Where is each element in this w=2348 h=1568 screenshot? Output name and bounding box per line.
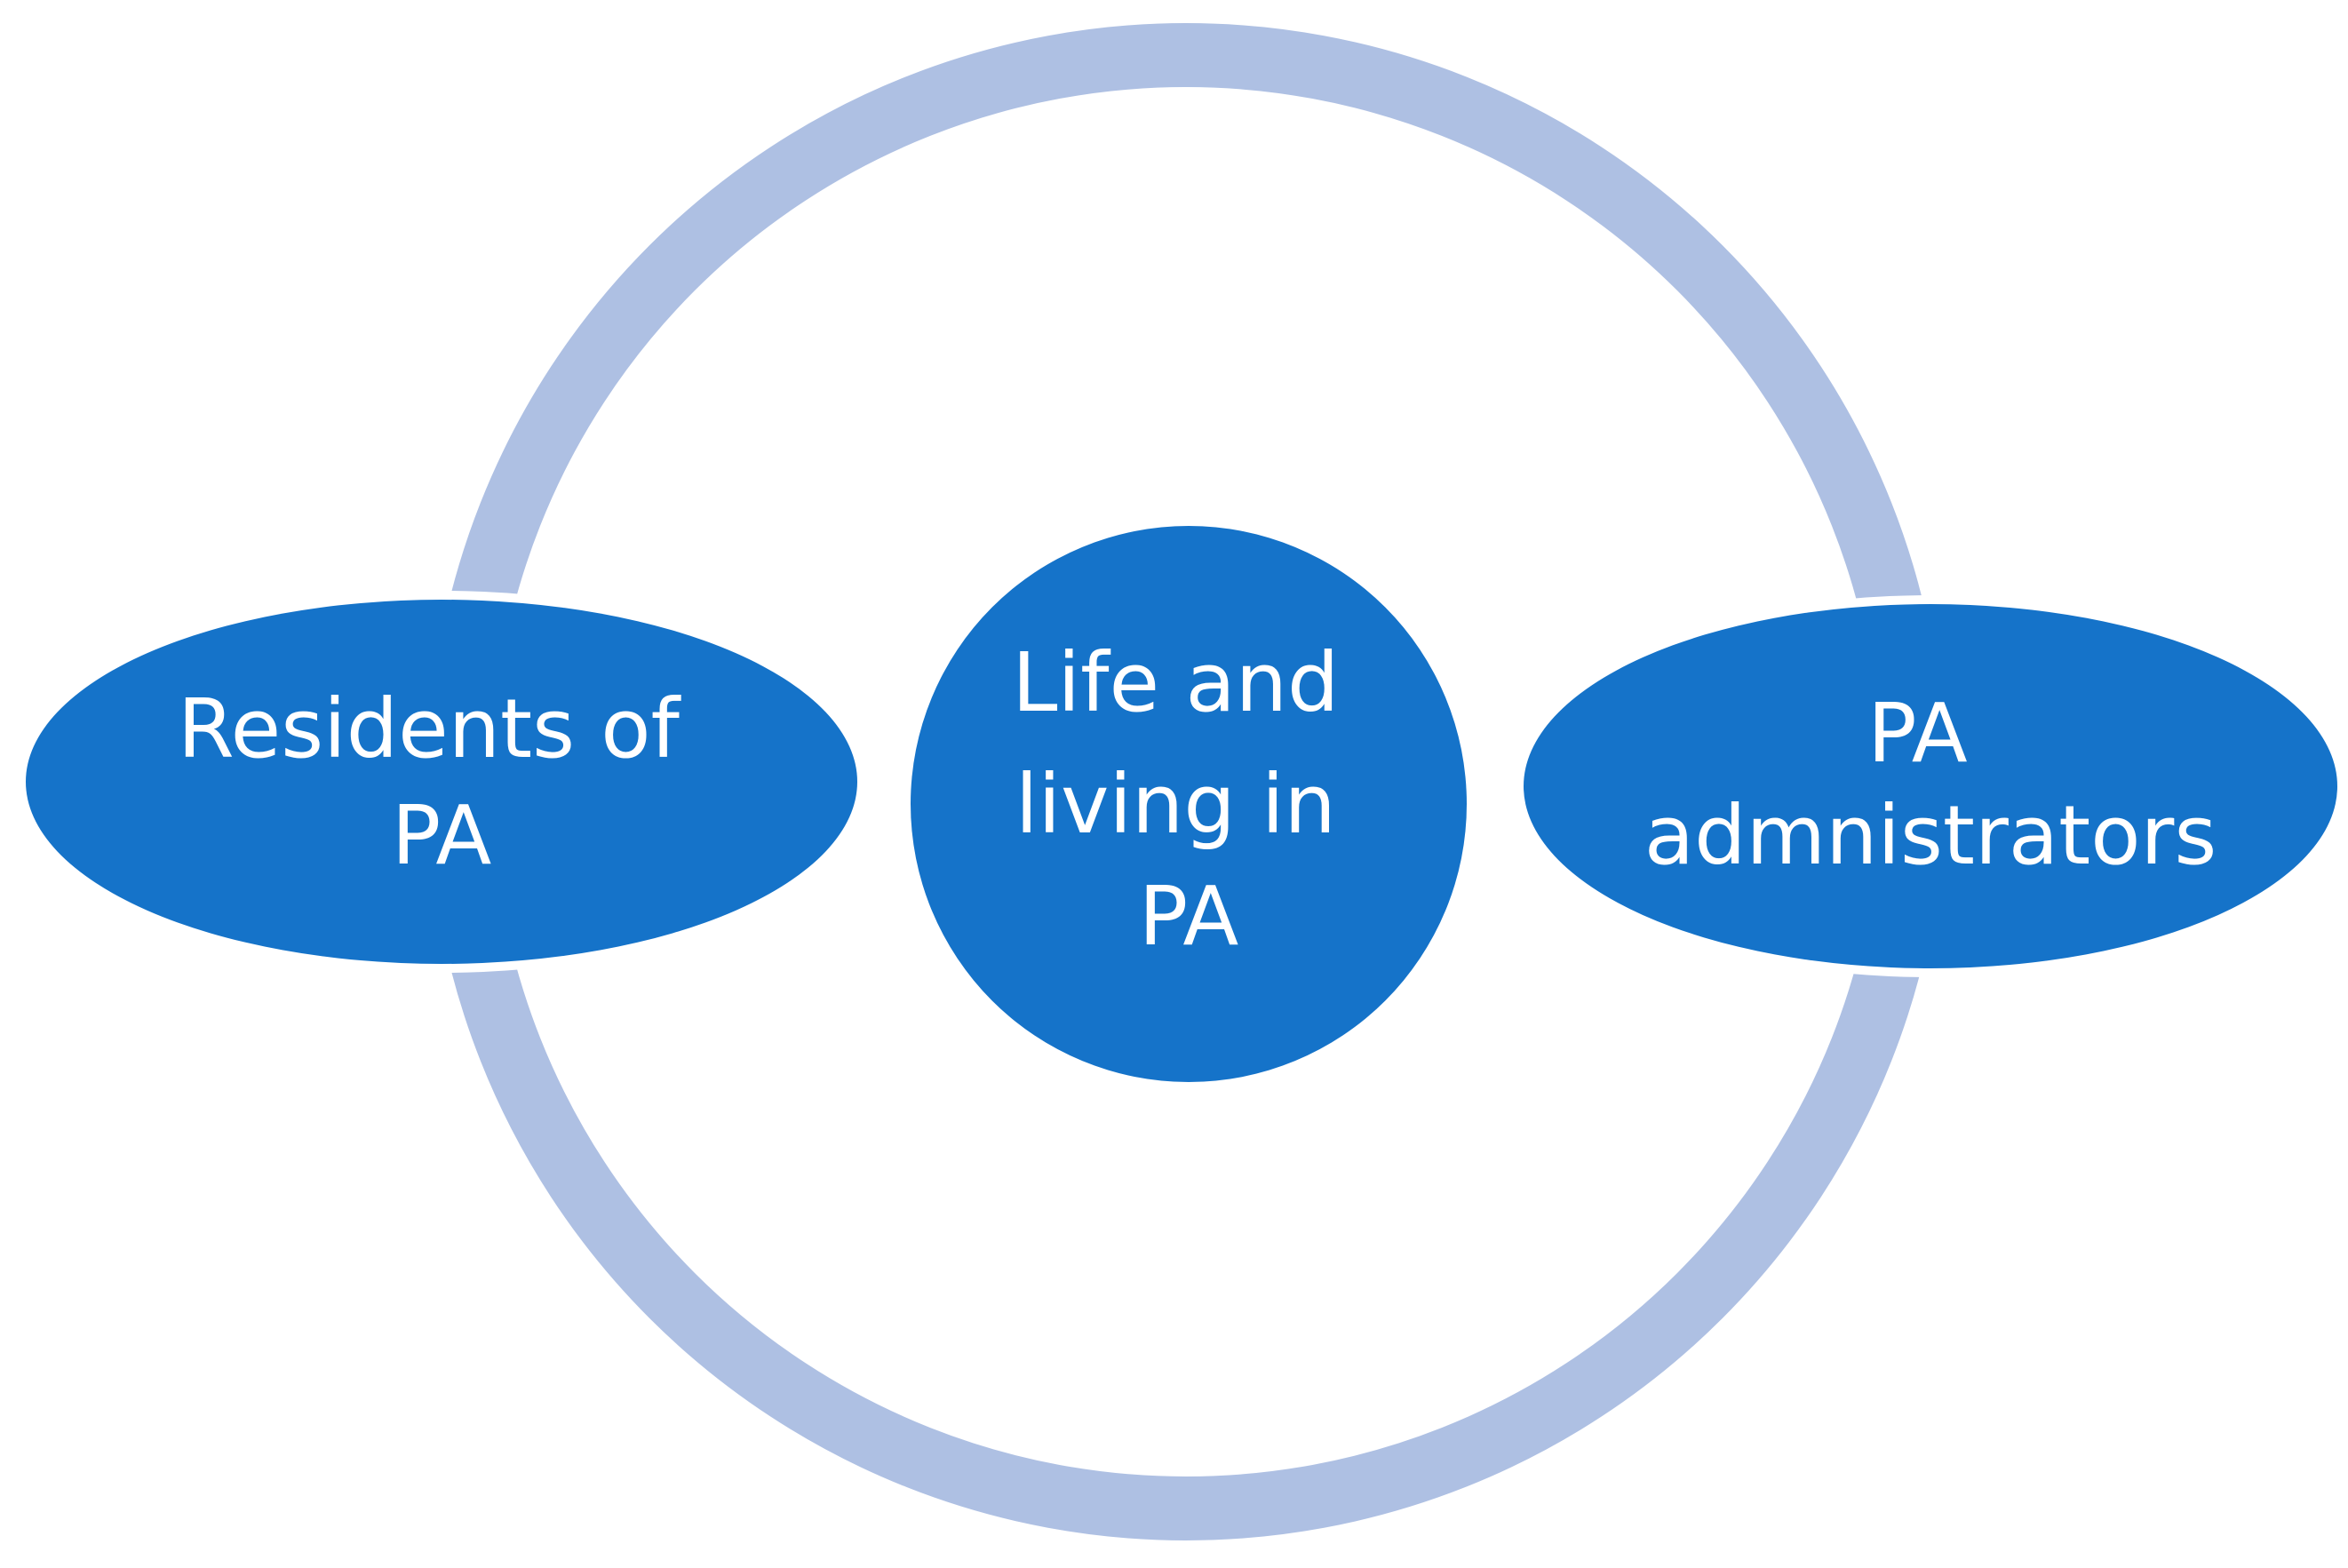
right-node: PA admnistrators	[1513, 595, 2348, 977]
left-node-label-line-1: Residents of	[178, 681, 682, 776]
right-node-label: PA admnistrators	[1644, 686, 2217, 883]
center-node: Life and living in PA	[911, 526, 1467, 1082]
center-node-label-line-1: Life and	[1012, 635, 1339, 730]
center-node-label: Life and living in PA	[1012, 635, 1365, 964]
center-node-circle	[911, 526, 1467, 1082]
center-node-label-line-3: PA	[1139, 869, 1239, 964]
left-node-label: Residents of PA	[178, 681, 705, 883]
left-node-ellipse	[26, 600, 857, 964]
left-node: Residents of PA	[15, 591, 868, 973]
right-node-label-line-1: PA	[1867, 686, 1968, 781]
right-node-label-line-2: admnistrators	[1644, 788, 2217, 883]
center-node-label-line-2: living in	[1015, 757, 1336, 852]
right-node-ellipse	[1524, 604, 2337, 968]
left-node-label-line-2: PA	[392, 788, 492, 883]
